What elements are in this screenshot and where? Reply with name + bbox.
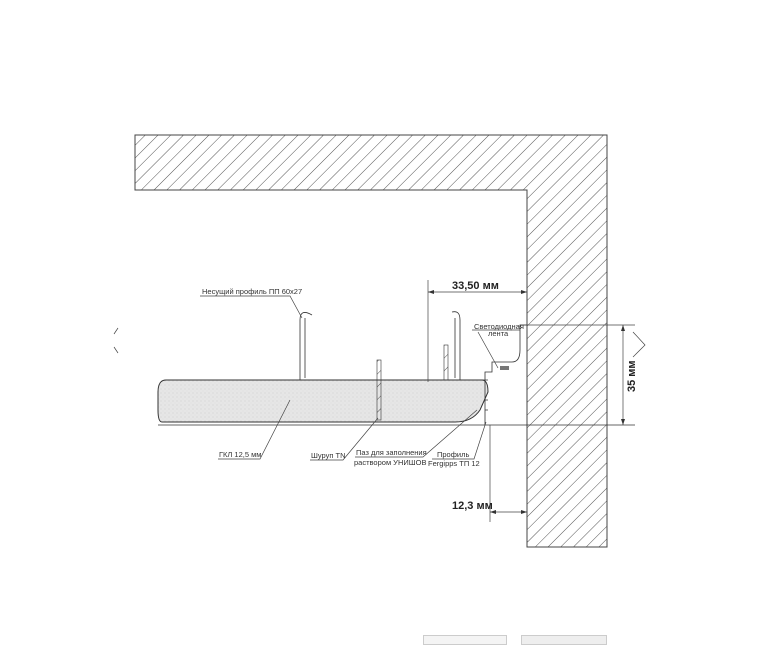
label-gkl: ГКЛ 12,5 мм (219, 450, 261, 459)
led-tape (500, 366, 509, 370)
label-profile-tp-1: Профиль (437, 450, 469, 459)
arrowhead (428, 290, 434, 294)
screw-2 (443, 344, 449, 381)
leader-line (200, 295, 303, 319)
dimension-gap-width: 33,50 мм (452, 280, 499, 292)
leader-line (472, 329, 520, 369)
arrowhead (621, 419, 625, 425)
leader-line (310, 417, 379, 461)
label-groove-2: раствором УНИШОВ (354, 458, 426, 467)
leader-line (432, 421, 487, 460)
profile-tp12 (482, 324, 527, 425)
arrowhead (621, 325, 625, 331)
label-screw: Шуруп TN (311, 451, 346, 460)
label-profile-tp-2: Fergipps ТП 12 (428, 459, 480, 468)
nav-button-2[interactable] (521, 635, 607, 645)
dimension-offset: 12,3 мм (452, 500, 493, 512)
profile-pp-inner (304, 318, 456, 378)
ceiling-slab (134, 134, 608, 548)
chevron-right-icon (632, 331, 646, 358)
label-groove-1: Паз для заполнения (356, 448, 427, 457)
chevron-left-icon (113, 327, 119, 354)
arrowhead (490, 510, 496, 514)
plasterboard (157, 379, 489, 423)
nav-button-1[interactable] (423, 635, 507, 645)
label-profile-pp: Несущий профиль ПП 60x27 (202, 287, 302, 296)
leader-line (355, 409, 478, 458)
leader-line (218, 399, 291, 460)
label-led-tape-2: лента (488, 329, 509, 338)
label-led-tape-1: Светодиодная (474, 322, 524, 331)
arrowhead (521, 510, 527, 514)
dimension-height: 35 мм (626, 360, 638, 392)
arrowhead (521, 290, 527, 294)
screw (376, 359, 382, 421)
